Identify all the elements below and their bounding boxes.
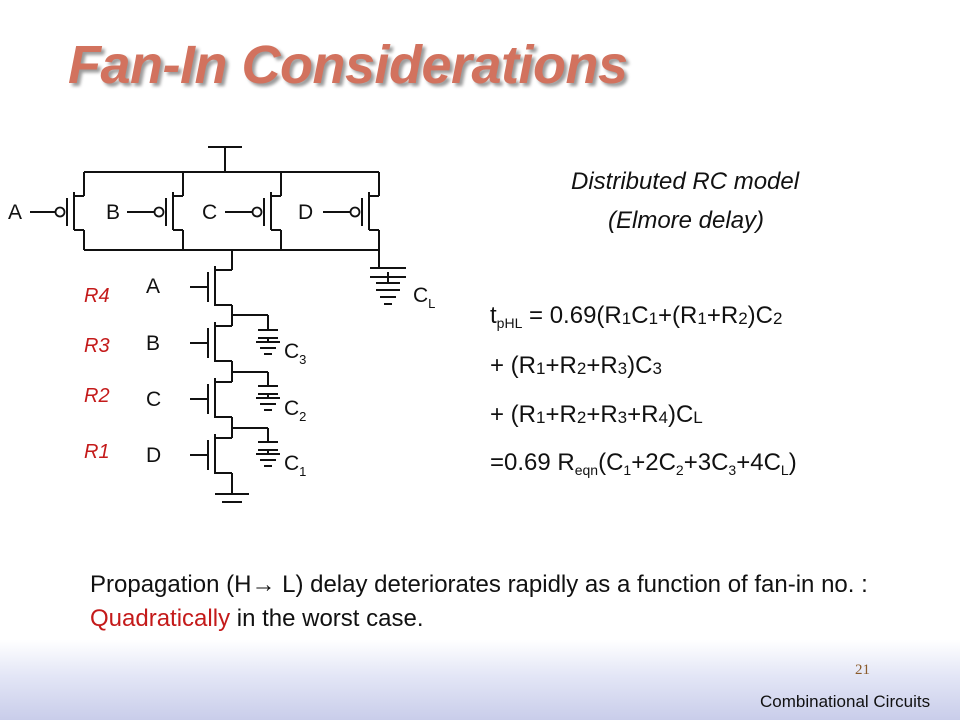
- slide-title: Fan-In Considerations: [68, 35, 628, 95]
- cap-label-c2: C2: [284, 397, 306, 424]
- cap-label-c3: C3: [284, 340, 306, 367]
- equation-line-2: + (R1+R2+R3)C3: [490, 352, 662, 379]
- page-number: 21: [855, 662, 870, 678]
- equation-line-3: + (R1+R2+R3+R4)CL: [490, 401, 703, 428]
- nmos-label-a: A: [146, 275, 160, 298]
- rc-model-heading: Distributed RC model: [571, 168, 800, 195]
- nmos-label-d: D: [146, 444, 161, 467]
- pmos-label-d: D: [298, 201, 313, 224]
- pmos-label-c: C: [202, 201, 217, 224]
- nmos-label-c: C: [146, 388, 161, 411]
- pmos-c-bubble: [251, 206, 263, 218]
- pmos-label-b: B: [106, 201, 120, 224]
- footer-label: Combinational Circuits: [760, 692, 931, 711]
- pmos-b-bubble: [153, 206, 165, 218]
- resistor-label-r1: R1: [84, 441, 110, 463]
- equation-line-4: =0.69 Reqn(C1+2C2+3C3+4CL): [490, 449, 797, 478]
- equation-line-1: tpHL = 0.69(R1C1+(R1+R2)C2: [490, 302, 783, 331]
- right-arrow-icon: →: [251, 571, 276, 598]
- fan-in-statement: Propagation (H→ L) delay deteriorates ra…: [90, 571, 868, 632]
- cap-label-c1: C1: [284, 452, 306, 479]
- nmos-label-b: B: [146, 332, 160, 355]
- quadratically-highlight: Quadratically: [90, 605, 231, 632]
- pmos-d-bubble: [349, 206, 361, 218]
- resistor-label-r3: R3: [84, 335, 110, 357]
- footer-band: [0, 640, 960, 720]
- elmore-delay-heading: (Elmore delay): [608, 207, 765, 234]
- cap-label-cl: CL: [413, 284, 435, 311]
- resistor-label-r2: R2: [84, 385, 110, 407]
- resistor-label-r4: R4: [84, 285, 110, 307]
- pmos-label-a: A: [8, 201, 22, 224]
- pmos-a-bubble: [54, 206, 66, 218]
